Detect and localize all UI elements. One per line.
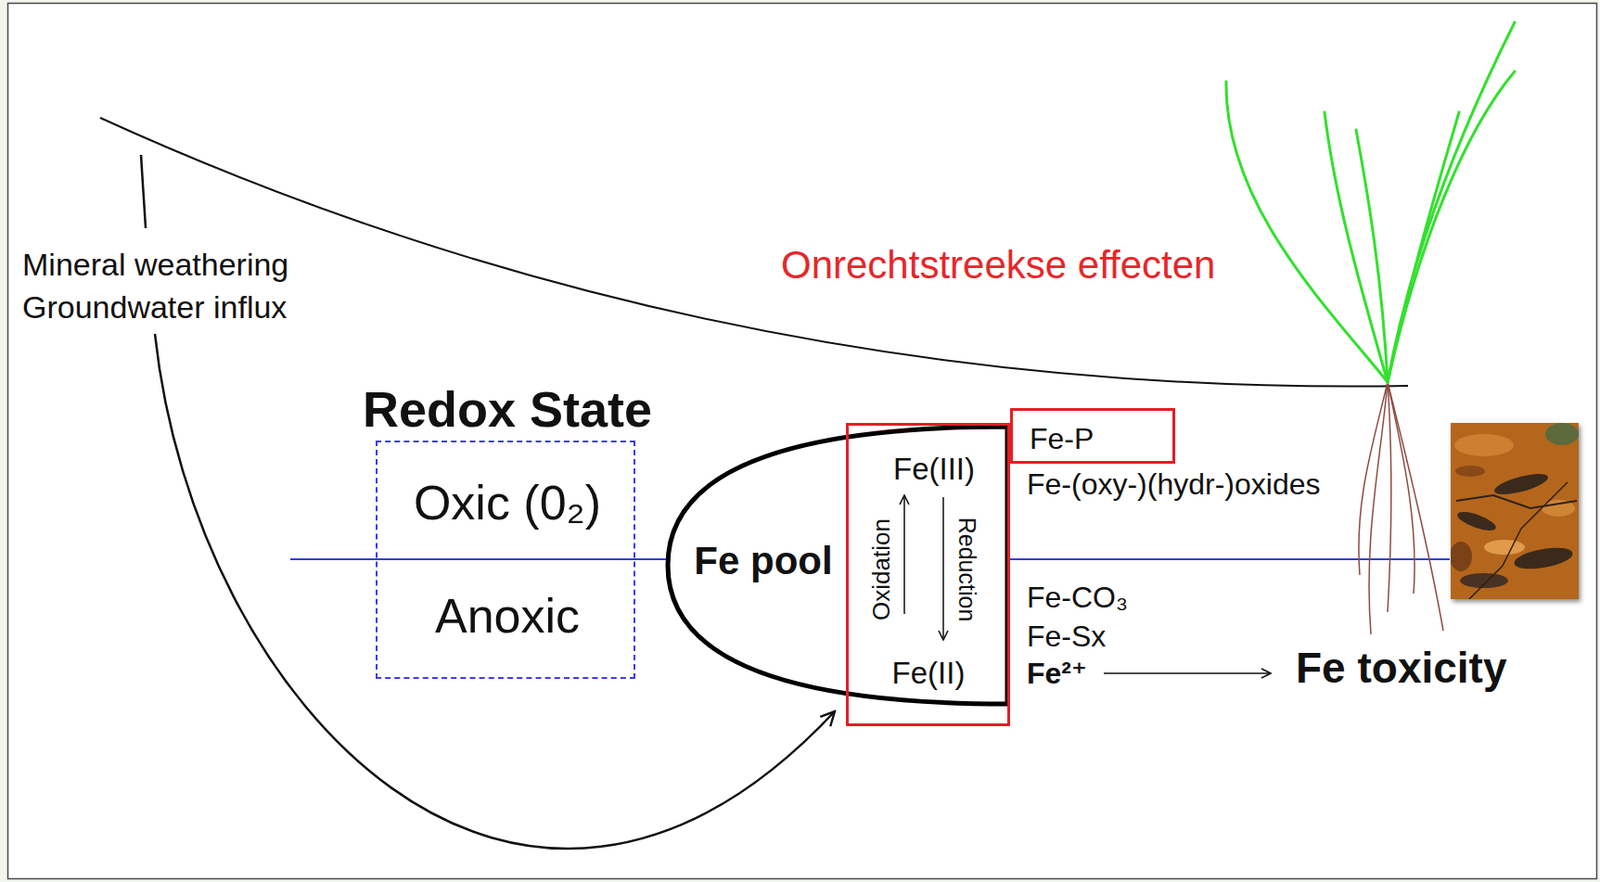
root [1358, 382, 1388, 576]
fe-sulfide-label: Fe-Sx [1026, 619, 1106, 654]
fe-p-box: Fe-P [1010, 408, 1176, 464]
oxidation-arrow [903, 495, 906, 615]
fe-carbonate-label: Fe-CO₃ [1026, 580, 1128, 615]
redox-state-box: Redox StateOxic (0₂)Anoxic [375, 440, 636, 679]
plant-roots [1358, 382, 1444, 635]
weathering-arrow [154, 333, 835, 849]
leaf [1387, 22, 1515, 383]
source-label: Mineral weathering Groundwater influx [22, 243, 343, 329]
leaf [1387, 71, 1515, 383]
root [1387, 382, 1392, 613]
fe2plus-label: Fe²⁺ [1026, 656, 1088, 692]
leaf [1356, 129, 1388, 383]
redox-heading: Redox State [362, 380, 653, 438]
fe-pool-path [667, 426, 1008, 704]
oxidation-label: Oxidation [868, 518, 896, 621]
fe2-label: Fe(II) [892, 655, 966, 692]
weathering-line [140, 154, 146, 229]
fe-oxide-label: Fe-(oxy-)(hydr-)oxides [1026, 467, 1320, 502]
fe-pool-label: Fe pool [693, 538, 832, 584]
photo-ground [1450, 422, 1579, 600]
fe-p-label: Fe-P [1029, 422, 1094, 457]
fe3-label: Fe(III) [893, 451, 975, 487]
water-table-line [1010, 558, 1450, 561]
photo-texture [1450, 422, 1579, 600]
soil-surface-curve [100, 117, 1408, 387]
reduction-label: Reduction [954, 517, 982, 623]
leaf [1324, 112, 1388, 383]
redox-cycle-box: Fe(III) Oxidation ReductionFe(II) [845, 422, 1011, 727]
iron-mud-photo [1449, 422, 1579, 603]
root [1387, 382, 1415, 594]
toxicity-arrow [1103, 672, 1271, 675]
fe-toxicity-label: Fe toxicity [1295, 643, 1508, 693]
root [1387, 382, 1444, 631]
leaf [1387, 112, 1460, 383]
leaf [1226, 81, 1388, 383]
oxic-label: Oxic (0₂) [413, 475, 602, 532]
indirect-effects-label: Onrechtstreekse effecten [780, 243, 1216, 288]
anoxic-label: Anoxic [435, 588, 580, 645]
reduction-arrow [942, 497, 945, 640]
slide-frame [8, 3, 1598, 880]
plant-leaves [1226, 22, 1515, 383]
redox-boundary-line [290, 558, 668, 561]
